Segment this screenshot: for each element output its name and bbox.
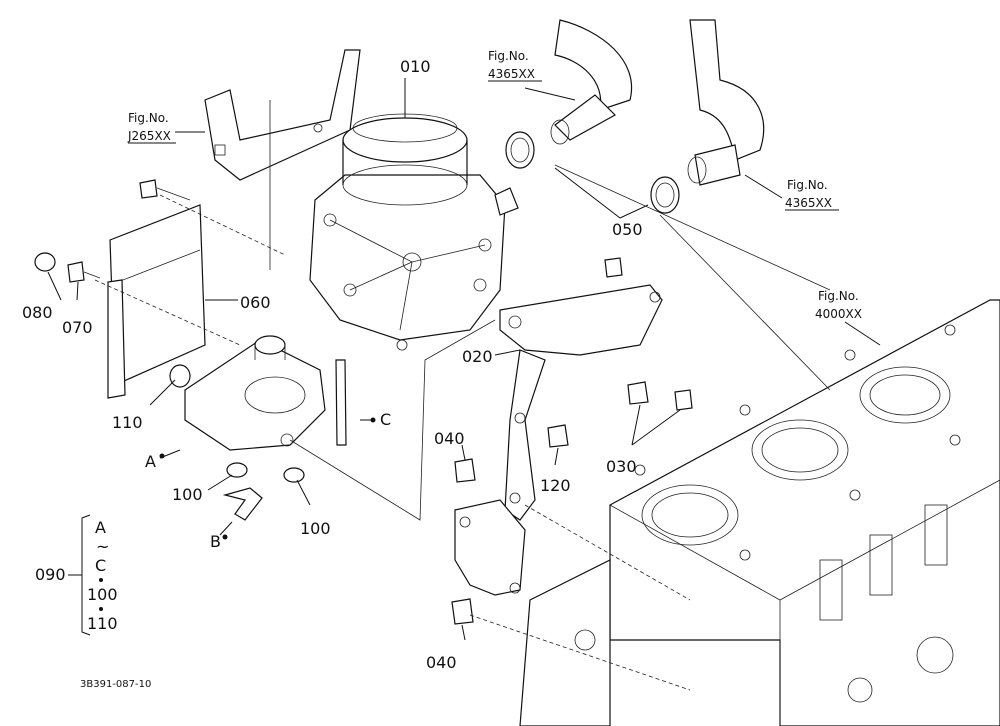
label-part-040-bottom: 040	[426, 653, 457, 672]
figref-4365-right-line2: 4365XX	[785, 196, 832, 210]
figref-4365-top-line1: Fig.No.	[488, 49, 529, 63]
figref-j265-line1: Fig.No.	[128, 111, 169, 125]
kit-line-a: A	[95, 518, 106, 537]
bolt-drawings	[34, 179, 693, 625]
alignment-lines	[94, 100, 831, 691]
filter-housing-drawing	[309, 113, 519, 351]
label-part-080: 080	[22, 303, 53, 322]
leader-lines	[47, 78, 881, 641]
drawing-number: 3B391-087-10	[80, 679, 151, 690]
figref-4365-top-line2: 4365XX	[488, 67, 535, 81]
kit-line-110: 110	[87, 614, 118, 633]
label-part-020: 020	[462, 347, 493, 366]
kit-line-tilde: ~	[96, 537, 109, 556]
ref-dot-c	[370, 417, 376, 423]
label-part-050: 050	[612, 220, 643, 239]
figref-4000-line1: Fig.No.	[818, 289, 859, 303]
label-part-060: 060	[240, 293, 271, 312]
ref-letter-a: A	[145, 452, 156, 471]
figref-4365-right-line1: Fig.No.	[787, 178, 828, 192]
label-kit-090: 090	[35, 565, 66, 584]
label-part-100-right: 100	[300, 519, 331, 538]
figref-4000-line2: 4000XX	[815, 307, 862, 321]
ref-letter-c: C	[380, 410, 391, 429]
figref-j265-line2: J265XX	[127, 129, 171, 143]
label-part-070: 070	[62, 318, 93, 337]
label-part-040-top: 040	[434, 429, 465, 448]
filter-head-drawing	[169, 335, 347, 521]
upper-bracket-drawing	[204, 49, 361, 181]
plate-drawing	[107, 204, 206, 399]
label-part-120: 120	[540, 476, 571, 495]
ref-letter-b: B	[210, 532, 221, 551]
engine-block-drawing	[519, 299, 1000, 726]
label-part-030: 030	[606, 457, 637, 476]
label-part-100-left: 100	[172, 485, 203, 504]
label-part-110: 110	[112, 413, 143, 432]
clamp-drawings	[505, 131, 680, 214]
kit-line-100: 100	[87, 585, 118, 604]
ref-dot-a	[159, 453, 165, 459]
kit-line-c: C	[95, 556, 106, 575]
hose-drawings	[550, 19, 765, 186]
mounting-bracket-drawing	[454, 284, 663, 596]
ref-dot-b	[222, 534, 228, 540]
label-part-010: 010	[400, 57, 431, 76]
